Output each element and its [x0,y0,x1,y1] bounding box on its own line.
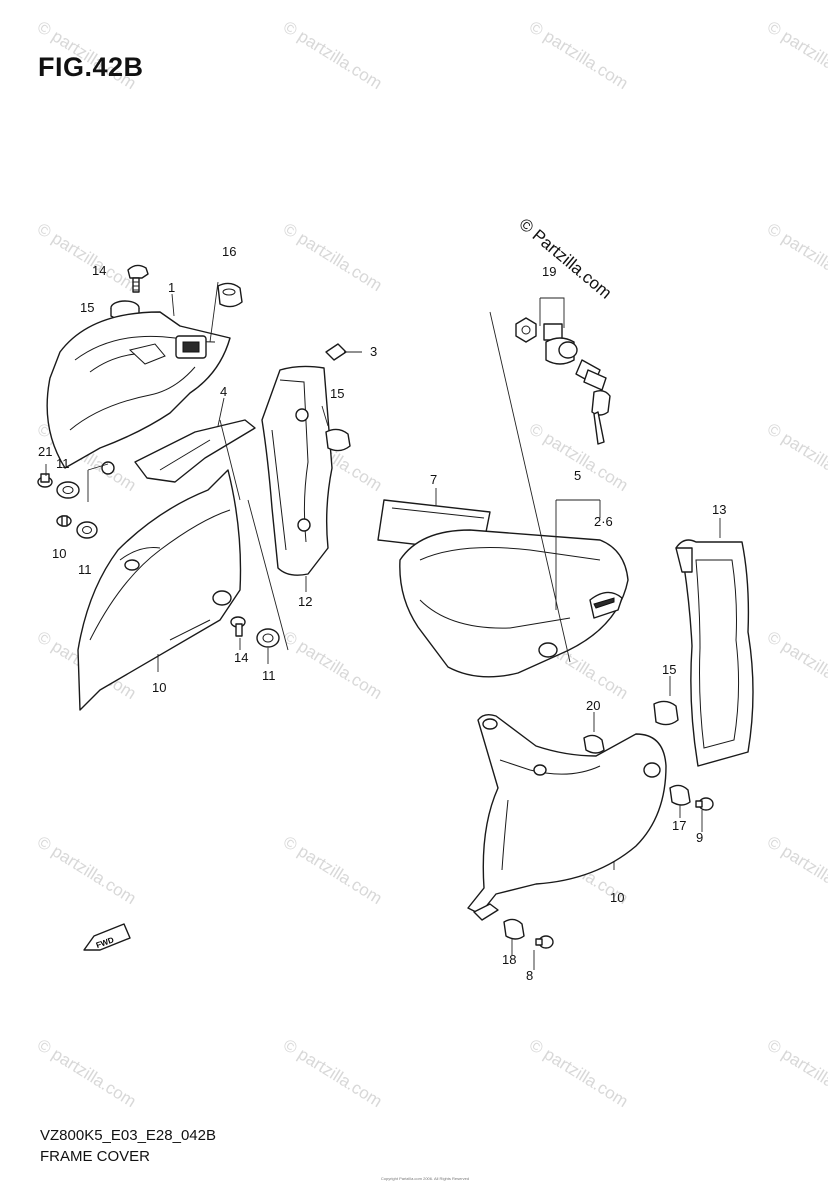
watermark: © partzilla.com [280,832,386,908]
watermark: © partzilla.com [764,832,828,908]
watermark: © partzilla.com [280,1035,386,1111]
callout-10-a: 10 [52,546,66,561]
part-11-grommet-c [256,628,280,648]
callout-16: 16 [222,244,236,259]
callout-15-mid: 15 [330,386,344,401]
model-code: VZ800K5_E03_E28_042B [40,1127,216,1144]
callout-4: 4 [220,384,227,399]
copyright-line: Copyright Partzilla.com 2006. All Rights… [380,1176,470,1181]
watermark: © partzilla.com [34,219,140,295]
figure-title: FIG.42B [38,52,144,82]
leader-lines-right [435,297,721,970]
callout-14-lower: 14 [234,650,248,665]
part-14-screw-top [127,264,149,293]
watermark: © partzilla.com [280,219,386,295]
watermark: © partzilla.com [764,17,828,93]
callout-13: 13 [712,502,726,517]
callout-21: 21 [38,444,52,459]
callout-2-6: 2·6 [594,514,613,529]
watermark: © partzilla.com [764,627,828,703]
figure-name: FRAME COVER [40,1148,151,1165]
callout-8: 10 [152,680,166,695]
callout-17: 17 [672,818,686,833]
callout-3: 3 [370,344,377,359]
part-11-grommet-a [56,481,80,499]
part-4-strip [134,419,256,483]
watermark: © partzilla.com [764,419,828,495]
part-8-lower-cover [77,469,242,711]
callout-7: 7 [430,472,437,487]
callout-10-bottom: 8 [526,968,533,983]
part-15-grommet-mid [325,428,351,452]
part-9-lower-side-cover [467,713,667,921]
watermark: © partzilla.com [280,627,386,703]
part-20-grommet [583,734,605,754]
callout-5: 5 [574,468,581,483]
part-15-grommet-right [653,700,679,726]
callout-18: 18 [502,952,516,967]
part-11-grommet-b [76,521,98,539]
callout-20: 20 [586,698,600,713]
part-13-long-bracket [675,539,754,767]
callout-11-b: 11 [78,562,92,577]
part-16-grommet [217,282,243,308]
part-5-side-cover [399,529,629,678]
watermark: © partzilla.com [34,832,140,908]
callout-11-a: 11 [56,456,70,471]
part-1-frame-cover [46,311,231,475]
part-14-screw-lower [230,616,246,637]
part-17-grommet [669,784,691,806]
callout-12: 12 [298,594,312,609]
callout-10-right: 9 [696,830,703,845]
watermark: © partzilla.com [526,17,632,93]
partzilla-stamp: © Partzilla.com [515,215,615,303]
callout-15-right: 15 [662,662,676,677]
watermark: © partzilla.com [280,17,386,93]
callout-labels: 16 14 1 15 3 4 15 21 11 10 11 12 14 11 1… [38,244,726,983]
callout-1: 1 [168,280,175,295]
part-10-screw-right [695,797,714,811]
part-10-screw-bottom [535,935,554,949]
callout-9: 10 [610,890,624,905]
callout-15-top: 15 [80,300,94,315]
callout-14-top: 14 [92,263,106,278]
watermark: © partzilla.com [764,1035,828,1111]
part-3-pin [325,343,347,361]
part-10-screw-a [56,515,72,527]
watermark: © partzilla.com [526,419,632,495]
watermark: © partzilla.com [764,219,828,295]
leader-lines-left [45,281,362,672]
watermark: © partzilla.com [34,1035,140,1111]
part-19-lock-set [515,317,611,445]
part-18-grommet [503,918,525,940]
fwd-arrow-icon: FWD [83,923,131,951]
watermark: © partzilla.com [526,1035,632,1111]
callout-19: 19 [542,264,556,279]
part-21-screw [37,473,53,488]
callout-11-c: 11 [262,668,276,683]
part-12-bracket [261,365,333,576]
